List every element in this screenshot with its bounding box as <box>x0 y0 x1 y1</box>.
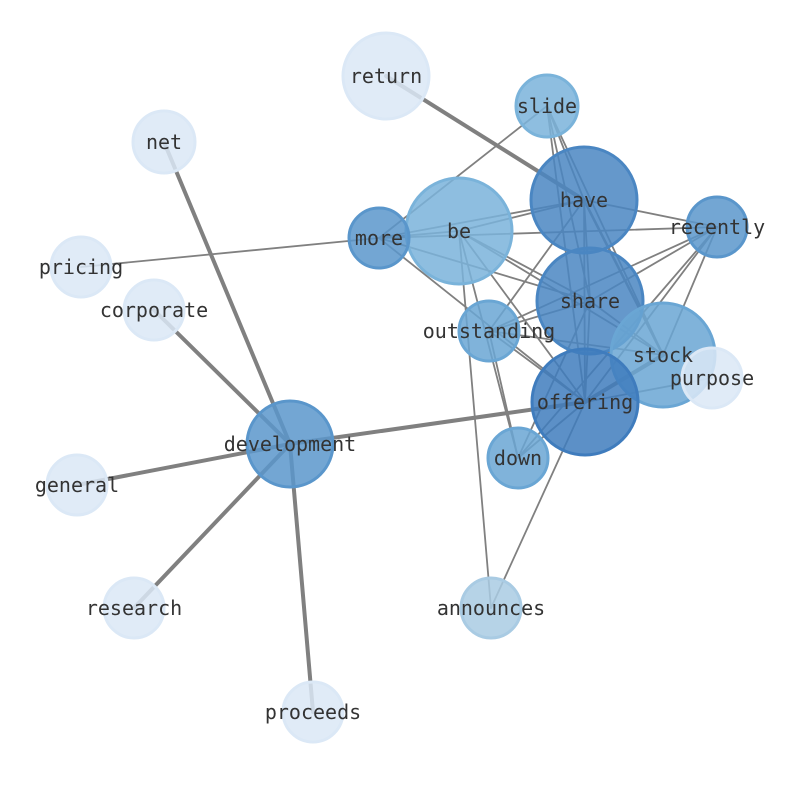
edge-pricing-more <box>80 237 380 268</box>
node-label-stock: stock <box>633 343 693 367</box>
node-label-purpose: purpose <box>670 366 754 390</box>
node-label-more: more <box>355 226 403 250</box>
node-label-outstanding: outstanding <box>423 319 555 343</box>
node-label-offering: offering <box>537 390 633 414</box>
node-label-be: be <box>447 219 471 243</box>
node-label-general: general <box>35 473 119 497</box>
node-research <box>102 576 166 640</box>
node-development <box>245 399 335 489</box>
node-label-proceeds: proceeds <box>265 700 361 724</box>
node-pricing <box>49 235 113 299</box>
node-label-corporate: corporate <box>100 298 208 322</box>
node-net <box>131 109 197 175</box>
node-proceeds <box>281 680 345 744</box>
graph-labels: return slide net have be more recently pricing c… <box>35 64 765 724</box>
node-more <box>347 206 411 270</box>
node-label-return: return <box>350 64 422 88</box>
node-label-recently: recently <box>669 215 765 239</box>
node-announces <box>459 576 523 640</box>
node-recently <box>685 195 749 259</box>
node-corporate <box>122 278 186 342</box>
node-label-share: share <box>560 289 620 313</box>
edge-proceeds-development <box>288 442 315 714</box>
node-purpose <box>680 346 744 410</box>
node-label-net: net <box>146 130 182 154</box>
node-down <box>486 426 550 490</box>
edge-be-announces <box>458 230 492 609</box>
node-general <box>45 453 109 517</box>
node-label-announces: announces <box>437 596 545 620</box>
node-label-pricing: pricing <box>39 255 123 279</box>
node-outstanding <box>457 299 521 363</box>
node-offering <box>530 347 640 457</box>
node-label-have: have <box>560 188 608 212</box>
node-label-slide: slide <box>517 94 577 118</box>
node-label-development: development <box>224 432 356 456</box>
node-label-research: research <box>86 596 182 620</box>
node-label-down: down <box>494 446 542 470</box>
graph-nodes <box>45 31 749 744</box>
node-return <box>341 31 431 121</box>
edge-net-development <box>162 140 292 446</box>
node-slide <box>514 73 580 139</box>
